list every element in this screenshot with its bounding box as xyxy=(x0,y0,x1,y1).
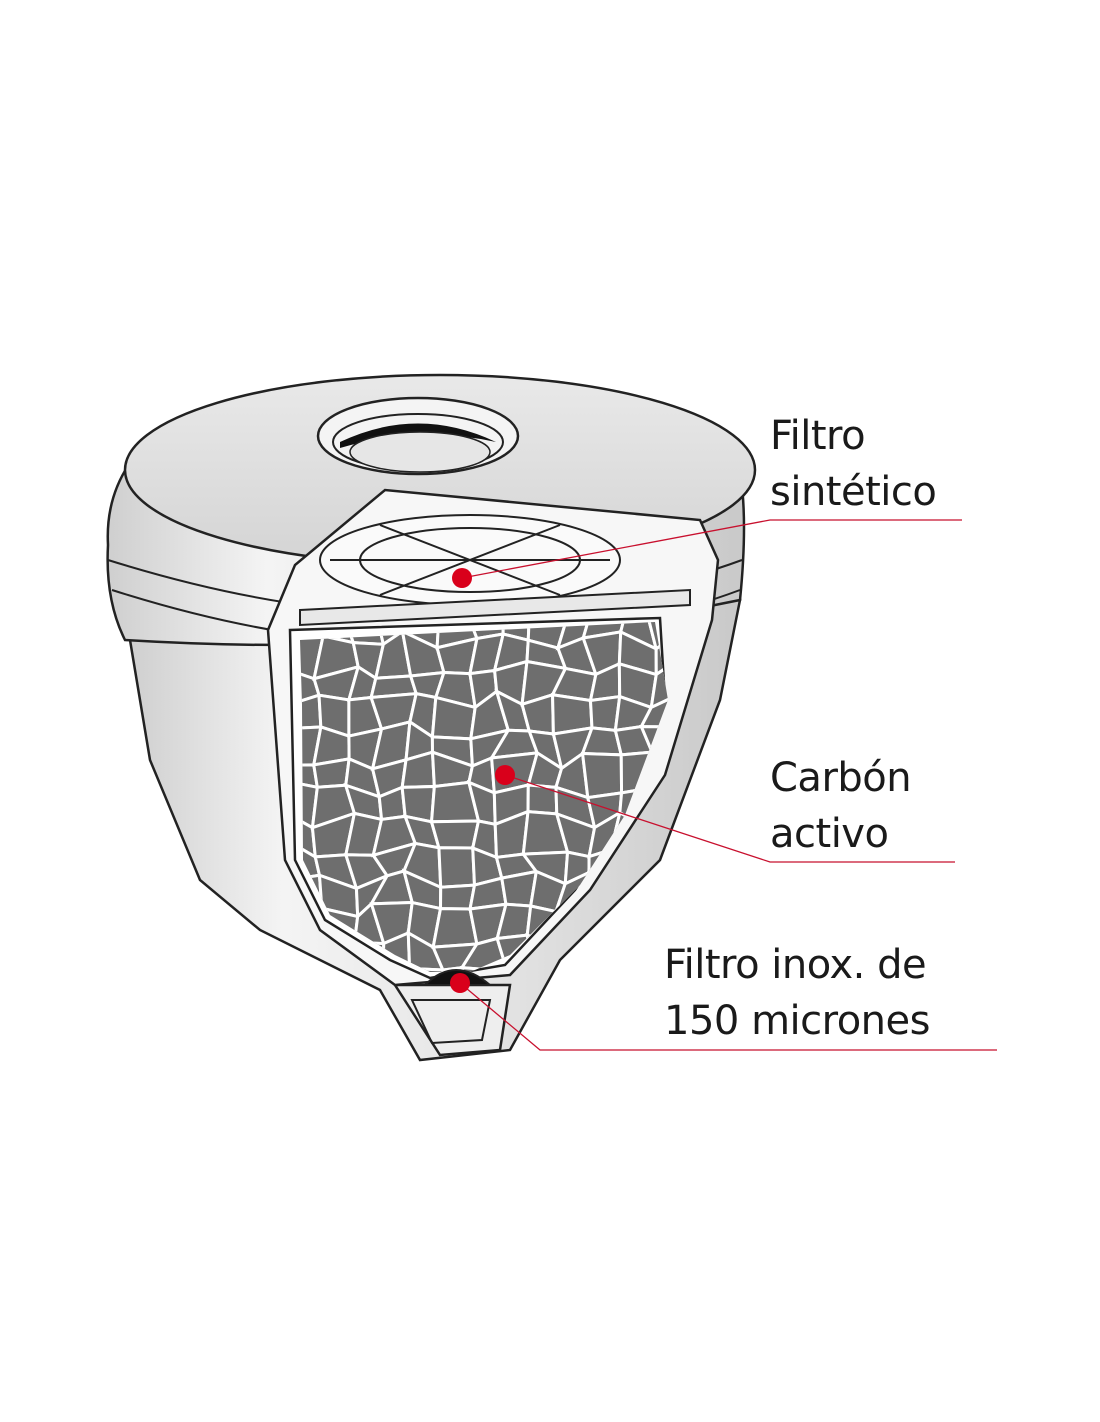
carbon-granule xyxy=(526,783,559,816)
carbon-granule xyxy=(610,934,645,972)
carbon-granule xyxy=(429,819,481,850)
carbon-granule xyxy=(399,966,450,972)
carbon-granule xyxy=(441,965,472,972)
carbon-granule xyxy=(639,903,668,939)
carbon-granule xyxy=(638,882,668,908)
carbon-granule xyxy=(580,933,621,972)
label-line: Carbón xyxy=(770,755,912,801)
carbon-granule xyxy=(616,963,652,972)
carbon-granule xyxy=(580,965,631,972)
marker-synthetic-filter xyxy=(452,568,472,588)
leader-line-synthetic xyxy=(461,519,962,579)
carbon-granule xyxy=(437,846,477,889)
label-line: Filtro xyxy=(770,413,866,459)
carbon-granule xyxy=(679,819,714,853)
leader-line-stainless xyxy=(459,982,997,1051)
synthetic-filter-grid xyxy=(299,514,691,627)
label-line: activo xyxy=(770,811,889,857)
leader-line-carbon xyxy=(504,774,955,863)
label-line: sintético xyxy=(770,469,937,515)
carbon-granule xyxy=(610,901,645,939)
carbon-granule xyxy=(300,963,321,972)
carbon-granule xyxy=(677,847,714,885)
carbon-granule xyxy=(554,965,590,972)
marker-activated-carbon xyxy=(495,765,515,785)
label-synthetic-filter: Filtro sintético xyxy=(770,408,937,520)
label-stainless-filter: Filtro inox. de 150 micrones xyxy=(664,937,930,1049)
marker-stainless-filter xyxy=(450,973,470,993)
carbon-granule xyxy=(580,751,624,800)
label-line: Filtro inox. de xyxy=(664,942,927,988)
label-line: 150 micrones xyxy=(664,998,930,1044)
label-activated-carbon: Carbón activo xyxy=(770,750,912,862)
carbon-granule xyxy=(677,880,709,911)
